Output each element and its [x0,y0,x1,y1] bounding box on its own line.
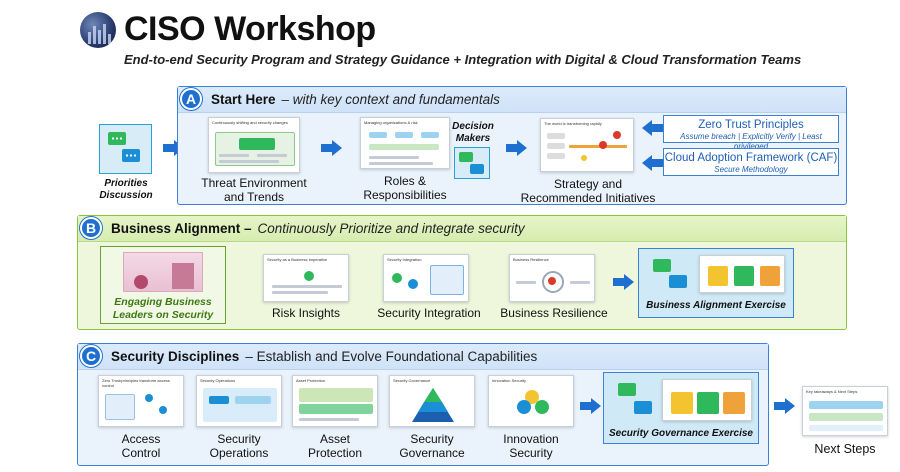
section-b-badge: B [80,217,102,239]
arrow-icon [321,140,343,156]
thumb-caption: Business Resilience [513,257,549,262]
business-resilience-thumbnail[interactable]: Business Resilience [509,254,595,302]
section-a-desc: – with key context and fundamentals [281,92,500,107]
innovation-security-thumbnail[interactable]: Innovation Security [488,375,574,427]
caf-sub: Secure Methodology [714,165,788,174]
next-steps-label: Next Steps [814,442,876,456]
governance-pyramid-icon [412,388,454,422]
decision-makers-chat-icon[interactable] [454,147,490,179]
access-control-thumbnail[interactable]: Zero Trust/principles transform access c… [98,375,184,427]
zero-trust-box[interactable]: Zero Trust Principles Assume breach | Ex… [663,115,839,151]
zero-trust-title: Zero Trust Principles [698,119,804,131]
thumb-caption: The world is transforming rapidly [544,121,602,126]
strategy-label: Strategy and Recommended Initiatives [520,177,656,205]
strategy-thumbnail[interactable]: The world is transforming rapidly [540,118,634,172]
arrow-left-icon [641,155,663,171]
thumb-caption: Continuously shifting and security chang… [212,120,288,125]
section-b-desc: Continuously Prioritize and integrate se… [257,221,525,236]
caf-title: Cloud Adoption Framework (CAF) [664,152,838,164]
business-alignment-exercise[interactable]: Business Alignment Exercise [638,248,794,318]
arrow-icon [774,398,796,414]
threat-environment-thumbnail[interactable]: Continuously shifting and security chang… [208,117,300,173]
innovation-security-label: Innovation Security [503,432,559,460]
thumb-caption: Security as a Business Imperative [267,257,328,262]
access-control-label: Access Control [121,432,161,460]
exercise-thumbnail [699,255,785,293]
engaging-label: Engaging Business Leaders on Security [112,296,214,321]
priorities-chat-icon[interactable] [99,124,152,174]
security-governance-thumbnail[interactable]: Security Governance [389,375,475,427]
thumb-caption: Security Integration [387,257,422,262]
roles-responsibilities-thumbnail[interactable]: Managing organizations & risk [360,117,450,169]
section-b-title: Business Alignment – [111,221,252,236]
asset-protection-label: Asset Protection [307,432,363,460]
page-subtitle: End-to-end Security Program and Strategy… [124,52,802,67]
page-title: CISO Workshop [124,10,376,48]
section-c-badge: C [80,345,102,367]
arrow-left-icon [641,120,663,136]
risk-insights-label: Risk Insights [271,306,341,320]
section-c-header: Security Disciplines – Establish and Evo… [78,344,768,370]
security-operations-thumbnail[interactable]: Security Operations [196,375,282,427]
engaging-image [123,252,203,292]
security-governance-exercise[interactable]: Security Governance Exercise [603,372,759,444]
security-operations-label: Security Operations [209,432,269,460]
thumb-caption: Security Governance [393,378,431,383]
section-a-badge: A [180,88,202,110]
next-steps-thumbnail[interactable]: Key takeaways & Next Steps [802,386,888,436]
thumb-caption: Managing organizations & risk [364,120,418,125]
security-governance-label: Security Governance [399,432,465,460]
business-resilience-label: Business Resilience [500,306,608,320]
thumb-caption: Security Operations [200,378,236,383]
risk-insights-thumbnail[interactable]: Security as a Business Imperative [263,254,349,302]
section-a-title: Start Here [211,92,276,107]
section-b-header: Business Alignment – Continuously Priori… [78,216,846,242]
section-a-header: Start Here – with key context and fundam… [178,87,846,113]
threat-environment-label: Threat Environment and Trends [201,176,307,204]
caf-box[interactable]: Cloud Adoption Framework (CAF) Secure Me… [663,148,839,176]
ciso-logo [80,12,116,48]
business-alignment-exercise-label: Business Alignment Exercise [646,300,786,311]
section-c-desc: – Establish and Evolve Foundational Capa… [245,349,538,364]
engaging-business-leaders-card[interactable]: Engaging Business Leaders on Security [100,246,226,324]
priorities-label: Priorities Discussion [99,178,153,201]
arrow-icon [580,398,602,414]
section-c-title: Security Disciplines [111,349,240,364]
thumb-caption: Innovation Security [492,378,527,383]
thumb-caption: Zero Trust/principles transform access c… [102,378,170,388]
security-governance-exercise-label: Security Governance Exercise [609,428,753,439]
security-integration-thumbnail[interactable]: Security Integration [383,254,469,302]
arrow-icon [613,274,635,290]
roles-label: Roles & Responsibilities [363,174,447,202]
zero-trust-sub: Assume breach | Explicitly Verify | Leas… [680,132,822,151]
thumb-caption: Asset Protection [296,378,326,383]
arrow-icon [506,140,528,156]
decision-makers-label: Decision Makers [452,121,494,144]
security-integration-label: Security Integration [377,306,481,320]
thumb-caption: Key takeaways & Next Steps [806,389,858,394]
asset-protection-thumbnail[interactable]: Asset Protection [292,375,378,427]
exercise-thumbnail [662,379,752,421]
